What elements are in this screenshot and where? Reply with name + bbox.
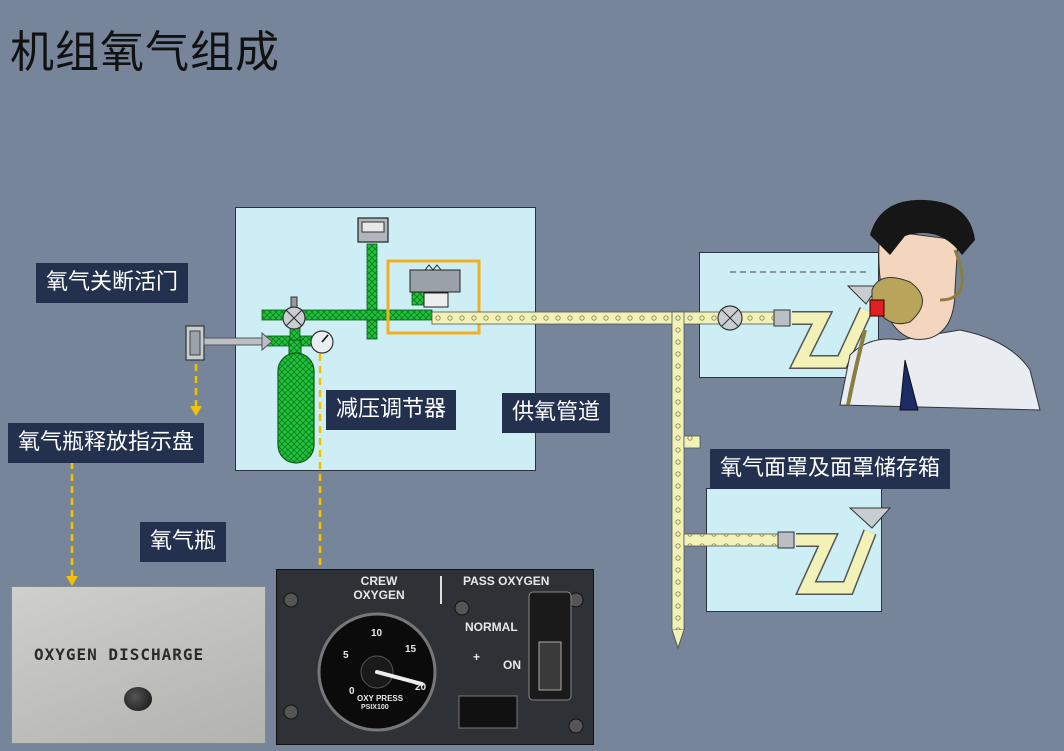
pressure-regulator-icon	[409, 264, 461, 308]
panel-screw-icon	[283, 592, 299, 608]
discharge-indicator-photo: OXYGEN DISCHARGE	[11, 586, 266, 744]
label-shutoff-valve: 氧气关断活门	[36, 263, 189, 303]
pressure-gauge-icon	[310, 330, 334, 354]
gauge-tick-20: 20	[415, 682, 427, 693]
pass-oxygen-indicator-light	[458, 695, 518, 729]
pass-oxygen-switch[interactable]	[538, 641, 562, 691]
discharge-stencil-text: OXYGEN DISCHARGE	[34, 645, 205, 664]
label-cylinder: 氧气瓶	[140, 522, 227, 562]
high-pressure-line	[261, 243, 433, 347]
shutoff-valve-icon	[282, 296, 306, 330]
label-discharge-indicator: 氧气瓶释放指示盘	[8, 423, 205, 463]
gauge-tick-15: 15	[405, 644, 417, 655]
mask-box-top-internals	[717, 271, 879, 369]
discharge-indicator-fitting	[185, 325, 273, 361]
pass-oxygen-on-label: ON	[503, 658, 521, 672]
page-title: 机组氧气组成	[10, 27, 280, 78]
pass-oxygen-title: PASS OXYGEN	[463, 574, 550, 588]
pilot-with-mask-illustration	[839, 199, 1041, 411]
panel-screw-icon	[454, 600, 470, 616]
supply-line	[431, 311, 781, 650]
gauge-tick-10: 10	[371, 628, 383, 639]
gauge-tick-0: 0	[349, 686, 355, 697]
gauge-label: OXY PRESS	[357, 694, 404, 703]
crew-oxygen-panel-photo: CREW OXYGEN PASS OXYGEN NORMAL ON + 0 5 …	[276, 569, 594, 745]
mask-box-bottom-internals	[777, 507, 892, 595]
panel-screw-icon	[568, 718, 584, 734]
pressure-transducer-icon	[357, 217, 389, 243]
discharge-indicator-disc	[124, 687, 152, 711]
crew-oxygen-panel-graphics	[283, 591, 584, 734]
panel-screw-icon	[283, 704, 299, 720]
label-supply-line: 供氧管道	[502, 393, 611, 433]
pass-oxygen-normal-label: NORMAL	[465, 620, 518, 634]
panel-divider	[440, 576, 442, 604]
oxygen-cylinder	[277, 339, 315, 464]
panel-marker: +	[473, 650, 481, 664]
label-regulator: 减压调节器	[326, 390, 457, 430]
crew-oxygen-title: CREW OXYGEN	[353, 574, 405, 602]
regulator-highlight-box	[386, 259, 481, 335]
label-mask-box: 氧气面罩及面罩储存箱	[710, 449, 951, 489]
gauge-tick-5: 5	[343, 650, 349, 661]
gauge-unit: PSIX100	[361, 704, 389, 711]
gauge-needle	[375, 670, 424, 686]
